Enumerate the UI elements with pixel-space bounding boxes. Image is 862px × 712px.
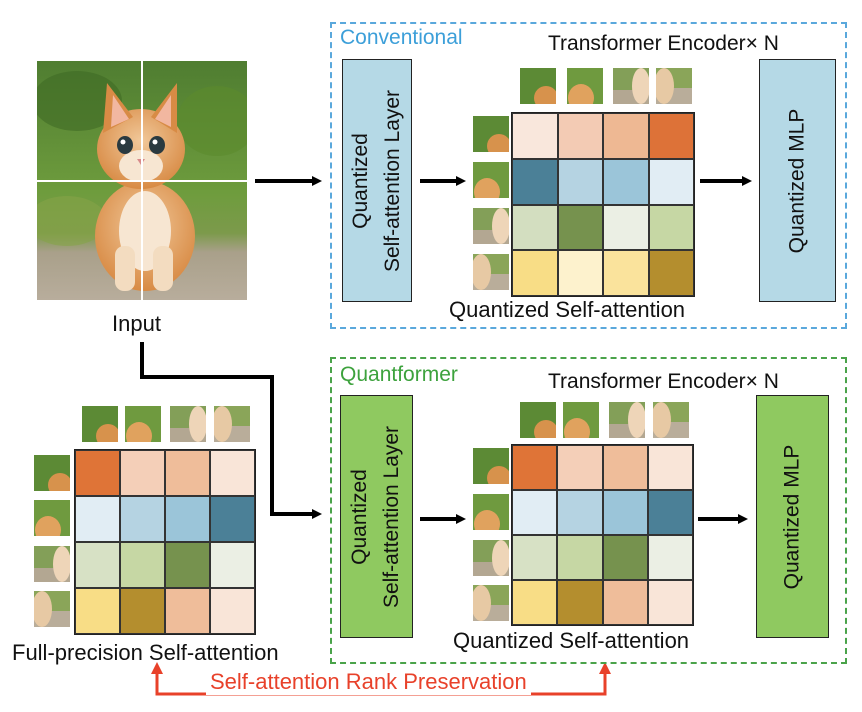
matrix-cell-r2-c3	[165, 496, 210, 542]
quantformer-mlp-box: Quantized MLP	[756, 395, 829, 638]
patch-thumbnail	[473, 540, 509, 576]
matrix-cell-r4-c1	[512, 580, 558, 625]
arrow-input-to-quantformer	[140, 342, 322, 519]
patch-thumbnail	[473, 162, 509, 198]
patch-thumbnail	[214, 406, 250, 442]
matrix-cell-r3-c1	[512, 204, 558, 251]
matrix-cell-r1-c3	[602, 445, 648, 490]
matrix-cell-r3-c1	[512, 535, 558, 580]
matrix-cell-r1-c4	[647, 445, 693, 490]
patch-thumbnail	[34, 500, 70, 536]
matrix-cell-r4-c1	[75, 588, 120, 634]
quantformer-frame	[330, 357, 847, 664]
patch-thumbnail	[656, 68, 692, 104]
matrix-cell-r1-c2	[557, 445, 603, 490]
matrix-cell-r4-c2	[557, 250, 603, 296]
matrix-cell-r2-c4	[647, 490, 693, 535]
matrix-cell-r1-c4	[648, 113, 694, 159]
matrix-cell-r1-c3	[603, 113, 649, 159]
matrix-cell-r1-c2	[120, 450, 165, 496]
patch-thumbnail	[567, 68, 603, 104]
matrix-cell-r3-c3	[603, 204, 649, 251]
conventional-mlp-label: Quantized MLP	[785, 108, 809, 253]
patch-thumbnail	[34, 455, 70, 491]
quantformer-attention-matrix	[511, 444, 694, 626]
matrix-cell-r3-c1	[75, 542, 120, 588]
matrix-cell-r3-c3	[602, 535, 648, 580]
conventional-attention-layer-label: Quantized Self-attention Layer	[349, 89, 405, 272]
matrix-cell-r3-c2	[120, 542, 165, 588]
matrix-cell-r4-c4	[210, 588, 255, 634]
patch-thumbnail	[473, 208, 509, 244]
matrix-cell-r1-c3	[165, 450, 210, 496]
patch-thumbnail	[473, 254, 509, 290]
matrix-cell-r4-c2	[120, 588, 165, 634]
rank-preservation-label: Self-attention Rank Preservation	[206, 669, 531, 695]
matrix-cell-r3-c3	[165, 542, 210, 588]
matrix-cell-r2-c2	[557, 158, 603, 205]
matrix-cell-r4-c4	[647, 580, 693, 625]
matrix-cell-r4-c3	[603, 250, 649, 296]
patch-thumbnail	[609, 402, 645, 438]
matrix-cell-r3-c4	[647, 535, 693, 580]
matrix-cell-r3-c4	[210, 542, 255, 588]
matrix-cell-r1-c1	[512, 445, 558, 490]
matrix-cell-r1-c2	[557, 113, 603, 159]
matrix-cell-r2-c3	[602, 490, 648, 535]
kitten-illustration	[27, 61, 257, 300]
patch-thumbnail	[520, 68, 556, 104]
matrix-cell-r3-c2	[557, 535, 603, 580]
matrix-cell-r3-c4	[648, 204, 694, 251]
matrix-cell-r2-c2	[557, 490, 603, 535]
conventional-tag: Conventional	[340, 26, 463, 49]
conventional-mlp-box: Quantized MLP	[759, 59, 836, 302]
input-image	[27, 61, 257, 300]
matrix-cell-r4-c2	[557, 580, 603, 625]
matrix-cell-r2-c3	[603, 158, 649, 205]
conventional-frame	[330, 22, 847, 329]
quantformer-attention-layer-box: Quantized Self-attention Layer	[340, 395, 413, 638]
matrix-cell-r1-c1	[512, 113, 558, 159]
matrix-cell-r2-c1	[75, 496, 120, 542]
patch-thumbnail	[613, 68, 649, 104]
conventional-attention-layer-box: Quantized Self-attention Layer	[342, 59, 412, 302]
quantformer-attention-layer-label: Quantized Self-attention Layer	[348, 425, 404, 608]
input-label: Input	[112, 311, 161, 336]
matrix-cell-r2-c2	[120, 496, 165, 542]
patch-thumbnail	[34, 591, 70, 627]
patch-thumbnail	[473, 494, 509, 530]
patch-thumbnail	[473, 448, 509, 484]
full-precision-caption: Full-precision Self-attention	[12, 640, 279, 665]
matrix-cell-r3-c2	[557, 204, 603, 251]
matrix-cell-r1-c1	[75, 450, 120, 496]
quantformer-tag: Quantformer	[340, 363, 458, 386]
conventional-matrix-caption: Quantized Self-attention	[449, 297, 686, 322]
quantformer-mlp-label: Quantized MLP	[780, 444, 804, 589]
matrix-cell-r2-c1	[512, 490, 558, 535]
quantformer-encoder-title: Transformer Encoder× N	[548, 370, 779, 393]
patch-thumbnail	[563, 402, 599, 438]
patch-thumbnail	[473, 116, 509, 152]
patch-thumbnail	[653, 402, 689, 438]
matrix-cell-r1-c4	[210, 450, 255, 496]
matrix-cell-r2-c4	[648, 158, 694, 205]
matrix-cell-r2-c1	[512, 158, 558, 205]
patch-thumbnail	[170, 406, 206, 442]
matrix-cell-r4-c1	[512, 250, 558, 296]
patch-thumbnail	[34, 546, 70, 582]
matrix-cell-r4-c4	[648, 250, 694, 296]
patch-thumbnail	[473, 585, 509, 621]
patch-thumbnail	[82, 406, 118, 442]
patch-thumbnail	[125, 406, 161, 442]
matrix-cell-r4-c3	[165, 588, 210, 634]
conventional-encoder-title: Transformer Encoder× N	[548, 32, 779, 55]
quantformer-matrix-caption: Quantized Self-attention	[453, 628, 690, 653]
full-precision-attention-matrix	[74, 449, 256, 635]
matrix-cell-r2-c4	[210, 496, 255, 542]
matrix-cell-r4-c3	[602, 580, 648, 625]
patch-thumbnail	[520, 402, 556, 438]
conventional-attention-matrix	[511, 112, 695, 297]
